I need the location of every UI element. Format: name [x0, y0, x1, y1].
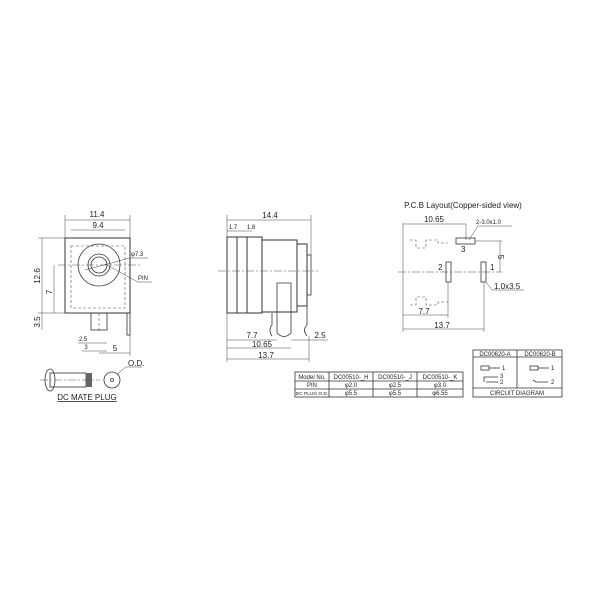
dim-d2: 10.65: [252, 340, 273, 349]
table-cell: DC PLUG O.D.: [296, 391, 329, 397]
pad-1-label: 1: [490, 263, 495, 272]
pcb-layout: P.C.B Layout(Copper-sided view) 10.65 2-…: [398, 201, 524, 332]
circuit-table: DC00620-A DC00620-B 1 3 2 1 2 CIRCUIT DI…: [472, 349, 563, 398]
table-header: Model No.: [298, 375, 326, 381]
pad-1: [480, 261, 487, 283]
pad-3: [455, 237, 476, 245]
side-pin: [126, 312, 131, 336]
pcb-title: P.C.B Layout(Copper-sided view): [404, 201, 522, 210]
table-cell: PIN: [307, 383, 317, 389]
dim-height: 12.6: [33, 268, 42, 284]
mate-plug: O.D. DC MATE PLUG: [40, 359, 144, 402]
circuit-pin-label: 1: [502, 366, 506, 372]
dim-pin-a: 2.5: [79, 337, 88, 343]
side-view: 14.4 1.7 1.8 7.7 10.65 13.7 2.5: [218, 211, 328, 362]
circuit-a-symbol: 1 3 2: [480, 365, 506, 386]
table-header: DC00510-_H: [333, 375, 368, 381]
pcb-dim-vertical: 5: [496, 255, 505, 260]
dim-diameter: φ7.3: [131, 252, 144, 258]
jack-opening: [77, 243, 121, 287]
circuit-caption: CIRCUIT DIAGRAM: [490, 391, 544, 397]
front-view: 11.4 9.4 12.6 7 3.5 2.5 3 5 φ7.3 PIN: [33, 210, 152, 356]
pin-label: PIN: [138, 276, 148, 282]
circuit-header-a: DC00620-A: [479, 352, 510, 358]
dim-flange2: 1.8: [247, 225, 256, 231]
pcb-dim-top: 10.65: [424, 215, 445, 224]
circuit-header-b: DC00620-B: [524, 352, 555, 358]
dim-flange1: 1.7: [229, 225, 238, 231]
dim-width-inner: 9.4: [92, 221, 104, 230]
circuit-pin-label: 2: [500, 380, 504, 386]
table-header: DC00510-_K: [423, 375, 458, 381]
dim-pin-length: 3.5: [33, 316, 42, 328]
table-cell: φ2.0: [345, 383, 358, 389]
pcb-dim-pad: 1.0x3.5: [494, 282, 521, 291]
dim-center-height: 7: [45, 289, 54, 294]
dim-pin-b: 3: [84, 345, 88, 351]
mate-plug-caption: DC MATE PLUG: [57, 393, 116, 402]
circuit-pin-label: 2: [551, 380, 555, 386]
table-cell: φ5.5: [389, 391, 402, 397]
pcb-dim-d2: 13.7: [434, 321, 450, 330]
pcb-dim-d1: 7.7: [418, 307, 430, 316]
dim-width-outer: 11.4: [90, 210, 106, 219]
dim-d4: 2.5: [314, 331, 326, 340]
table-cell: φ3.0: [434, 383, 447, 389]
pad-2-label: 2: [438, 263, 443, 272]
circuit-b-symbol: 1 2: [529, 365, 555, 386]
dim-length: 14.4: [262, 211, 278, 220]
dim-pin-c: 5: [113, 344, 118, 353]
pcb-dim-slot: 2-3.0x1.0: [476, 220, 502, 226]
pad-3-label: 3: [461, 245, 466, 254]
table-cell: φ6.55: [432, 391, 448, 397]
circuit-pin-label: 1: [551, 366, 555, 372]
table-header: DC00510-_J: [378, 375, 412, 381]
pad-2: [445, 261, 452, 283]
table-cell: φ2.5: [389, 383, 402, 389]
table-cell: φ5.5: [345, 391, 358, 397]
dim-d3: 13.7: [258, 351, 274, 360]
circuit-pin-label: 3: [500, 374, 504, 380]
model-table: Model No. DC00510-_H DC00510-_J DC00510-…: [294, 371, 464, 398]
dim-d1: 7.7: [246, 331, 258, 340]
od-label: O.D.: [128, 359, 144, 368]
